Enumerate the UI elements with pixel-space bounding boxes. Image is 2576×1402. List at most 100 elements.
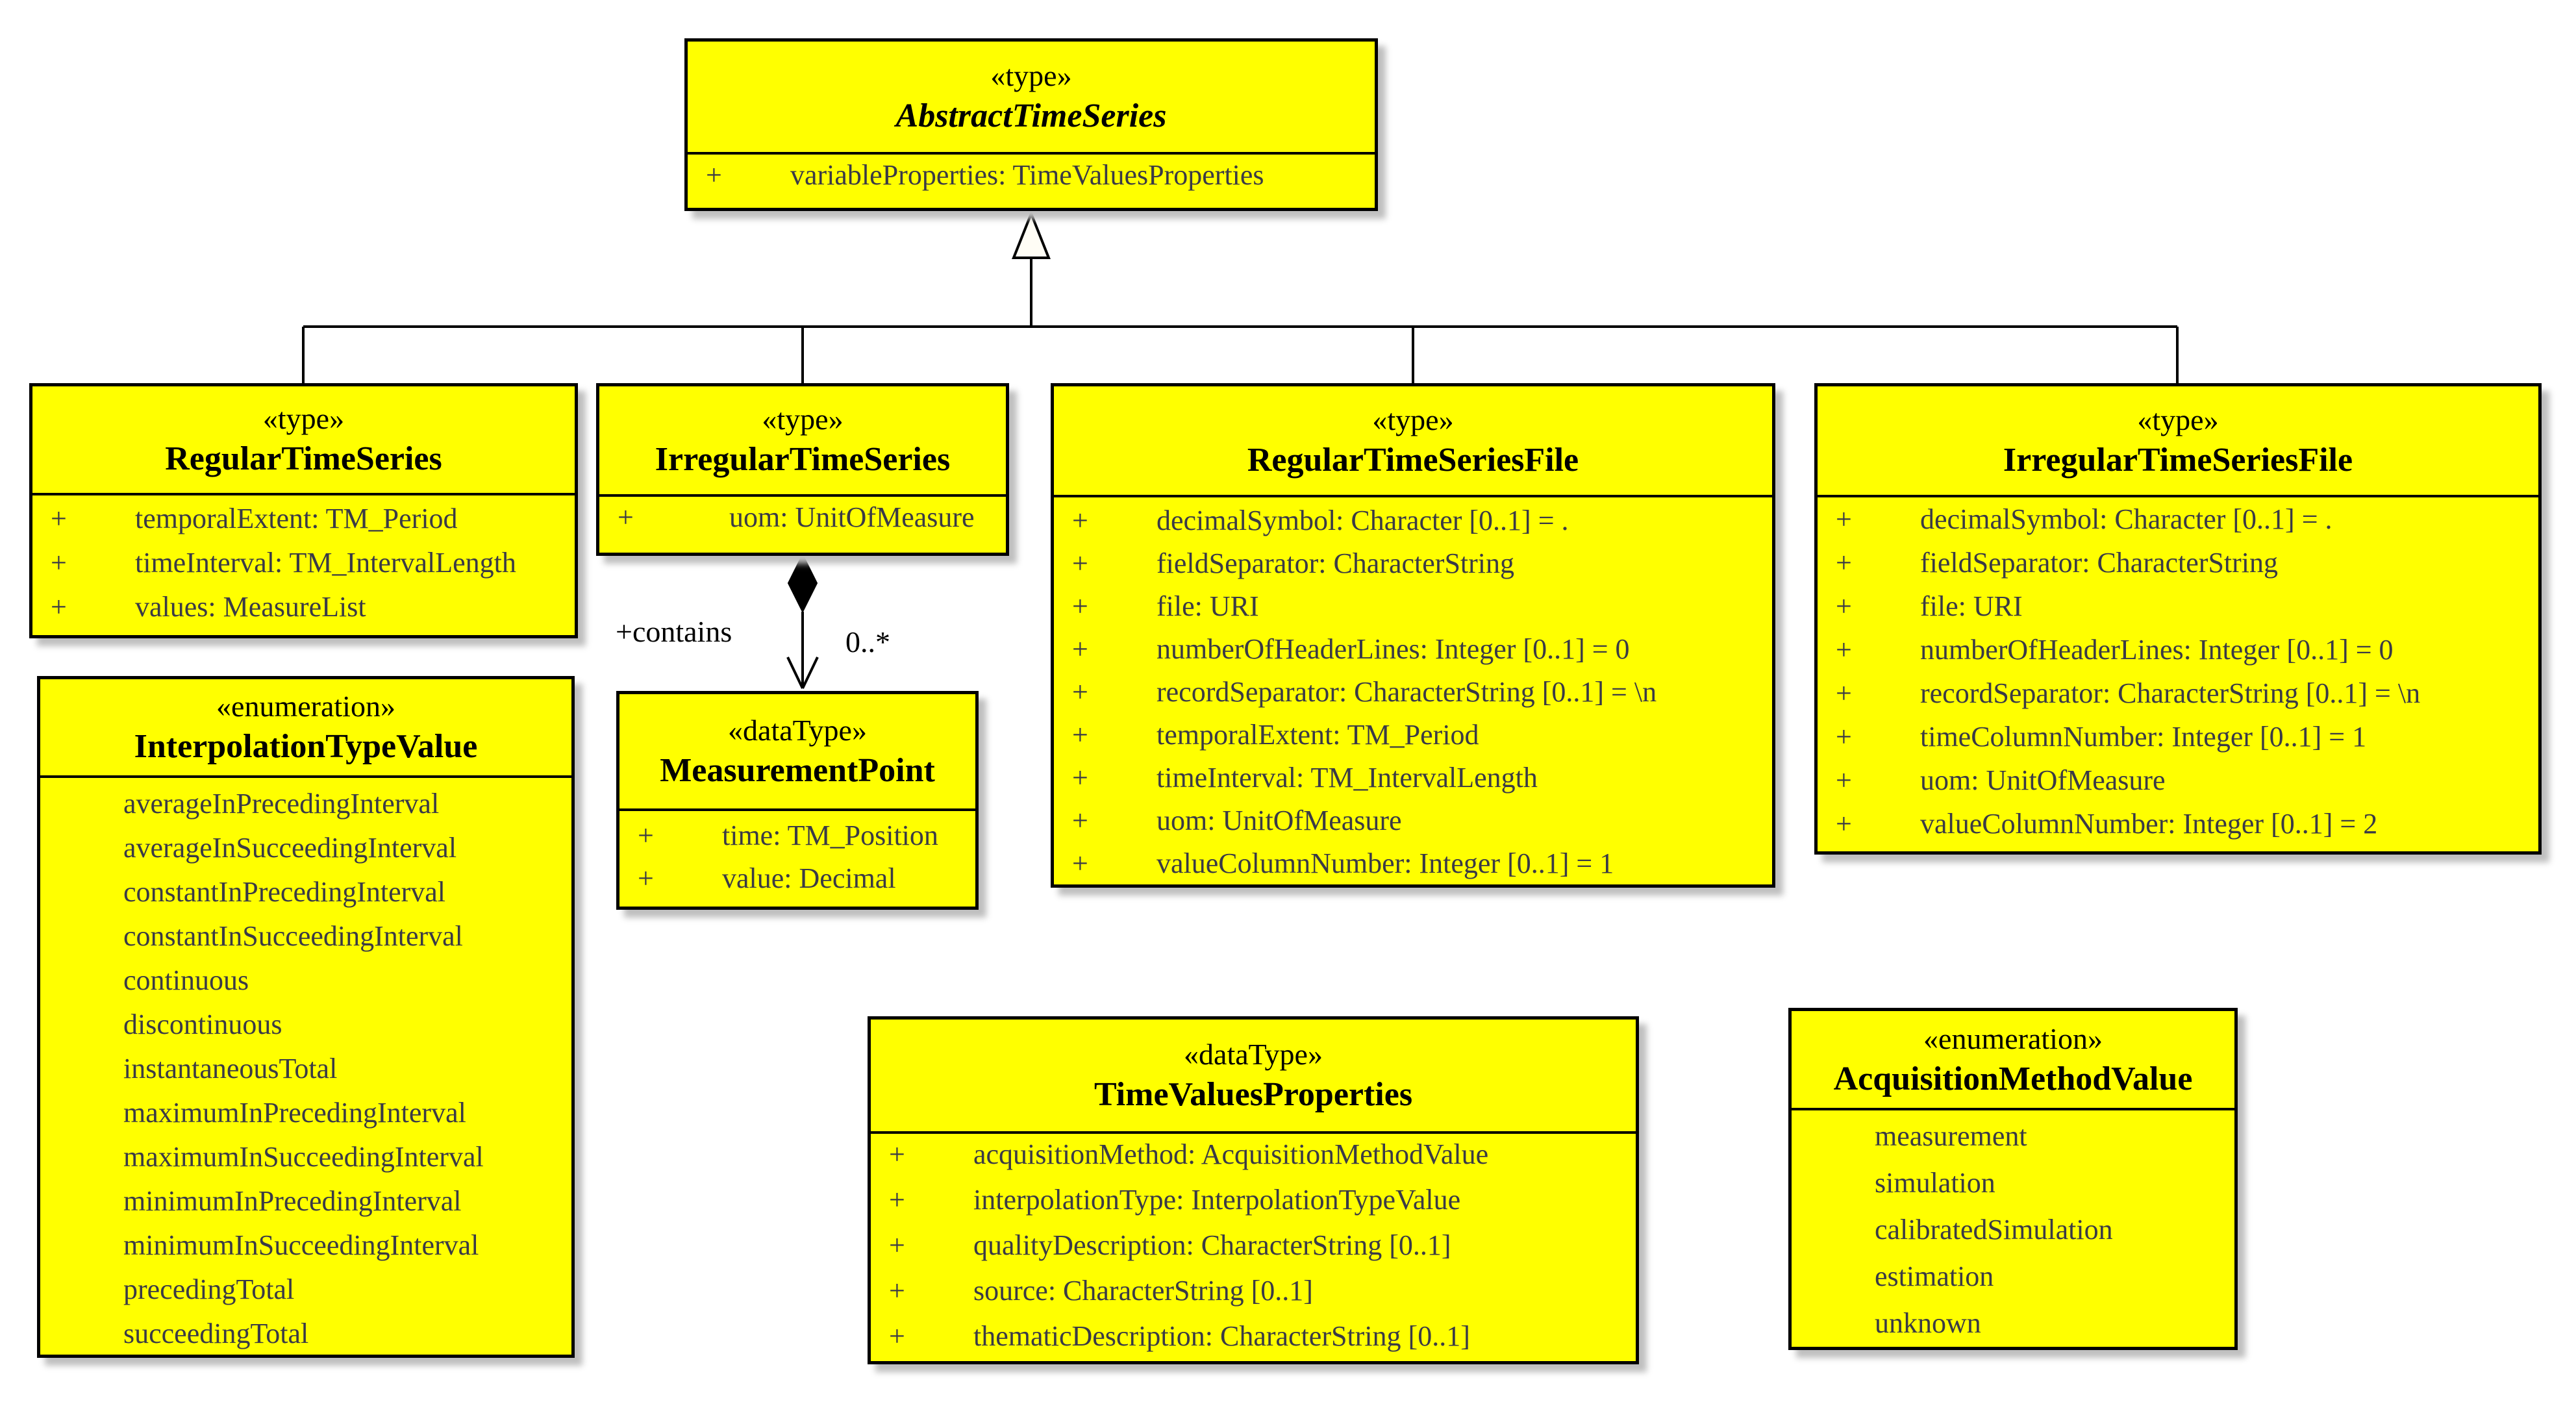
attribute-row: + uom: UnitOfMeasure	[1054, 804, 1772, 847]
stereotype-label: «type»	[762, 403, 844, 436]
enum-literal: simulation	[1875, 1167, 1995, 1199]
class-name: InterpolationTypeValue	[134, 728, 478, 765]
attribute-text: numberOfHeaderLines: Integer [0..1] = 0	[1157, 633, 1630, 665]
visibility-marker: +	[638, 820, 654, 851]
attribute-row: + acquisitionMethod: AcquisitionMethodVa…	[871, 1138, 1636, 1183]
attribute-text: value: Decimal	[722, 862, 896, 894]
attribute-text: values: MeasureList	[135, 591, 366, 623]
visibility-marker: +	[1072, 505, 1088, 536]
open-arrowhead-left	[786, 657, 804, 689]
stereotype-label: «type»	[2137, 403, 2219, 436]
class-box-measurement-point: «dataType» MeasurementPoint + time: TM_P…	[616, 691, 979, 910]
attribute-row: + decimalSymbol: Character [0..1] = .	[1818, 503, 2538, 546]
enum-literal: maximumInPrecedingInterval	[123, 1097, 466, 1129]
attribute-text: decimalSymbol: Character [0..1] = .	[1920, 503, 2332, 535]
attribute-row: + value: Decimal	[619, 862, 975, 905]
enum-literal: continuous	[123, 964, 249, 996]
attribute-text: numberOfHeaderLines: Integer [0..1] = 0	[1920, 634, 2394, 666]
visibility-marker: +	[51, 547, 67, 579]
enum-literal: precedingTotal	[123, 1273, 295, 1305]
class-header: «dataType» MeasurementPoint	[619, 694, 975, 811]
attribute-text: temporalExtent: TM_Period	[135, 503, 458, 534]
visibility-marker: +	[1072, 633, 1088, 665]
visibility-marker: +	[1072, 547, 1088, 579]
visibility-marker: +	[1072, 805, 1088, 836]
visibility-marker: +	[1072, 762, 1088, 794]
class-box-time-values-properties: «dataType» TimeValuesProperties + acquis…	[868, 1016, 1639, 1364]
enum-literal: instantaneousTotal	[123, 1053, 338, 1084]
stereotype-label: «dataType»	[1184, 1038, 1323, 1071]
visibility-marker: +	[1836, 721, 1852, 753]
visibility-marker: +	[1836, 634, 1852, 666]
stereotype-label: «type»	[990, 59, 1072, 92]
attribute-text: variableProperties: TimeValuesProperties	[790, 159, 1264, 191]
stereotype-label: «enumeration»	[216, 690, 395, 723]
attribute-row: + uom: UnitOfMeasure	[599, 501, 1006, 547]
enum-literal: averageInSucceedingInterval	[123, 832, 457, 864]
attribute-text: fieldSeparator: CharacterString	[1920, 547, 2279, 579]
class-name: MeasurementPoint	[660, 752, 935, 789]
enum-literal: discontinuous	[123, 1008, 282, 1040]
visibility-marker: +	[889, 1275, 905, 1307]
attribute-row: + recordSeparator: CharacterString [0..1…	[1054, 675, 1772, 718]
attribute-text: timeInterval: TM_IntervalLength	[1157, 762, 1538, 794]
attribute-text: thematicDescription: CharacterString [0.…	[973, 1320, 1470, 1352]
stereotype-label: «type»	[1372, 403, 1454, 436]
attribute-row: + temporalExtent: TM_Period	[1054, 718, 1772, 761]
attribute-row: + temporalExtent: TM_Period	[32, 502, 575, 546]
enum-literal: succeedingTotal	[123, 1318, 309, 1349]
attribute-text: uom: UnitOfMeasure	[729, 501, 975, 533]
enum-box-interpolation-type-value: «enumeration» InterpolationTypeValue ave…	[37, 676, 575, 1358]
attribute-text: timeInterval: TM_IntervalLength	[135, 547, 516, 579]
visibility-marker: +	[889, 1320, 905, 1352]
attribute-row: + valueColumnNumber: Integer [0..1] = 1	[1054, 847, 1772, 890]
visibility-marker: +	[51, 591, 67, 623]
multiplicity-label: 0..*	[845, 625, 890, 658]
visibility-marker: +	[1836, 764, 1852, 796]
attribute-text: timeColumnNumber: Integer [0..1] = 1	[1920, 721, 2367, 753]
class-header: «enumeration» AcquisitionMethodValue	[1792, 1011, 2234, 1110]
attribute-row: + file: URI	[1818, 590, 2538, 633]
class-name: AbstractTimeSeries	[895, 97, 1167, 134]
attribute-text: time: TM_Position	[722, 820, 938, 851]
attribute-row: + file: URI	[1054, 590, 1772, 632]
attribute-row: + timeInterval: TM_IntervalLength	[32, 546, 575, 590]
attribute-text: file: URI	[1920, 590, 2023, 622]
class-header: «dataType» TimeValuesProperties	[871, 1020, 1636, 1134]
attribute-row: + qualityDescription: CharacterString [0…	[871, 1229, 1636, 1274]
class-name: TimeValuesProperties	[1094, 1076, 1413, 1113]
attribute-text: acquisitionMethod: AcquisitionMethodValu…	[973, 1138, 1489, 1170]
enum-literal: minimumInPrecedingInterval	[123, 1185, 462, 1217]
class-header: «type» AbstractTimeSeries	[688, 42, 1375, 155]
attribute-row: + variableProperties: TimeValuesProperti…	[688, 158, 1375, 205]
composition-diamond-icon	[787, 553, 818, 614]
class-name: RegularTimeSeries	[165, 440, 442, 477]
attribute-text: qualityDescription: CharacterString [0..…	[973, 1229, 1451, 1261]
attribute-text: decimalSymbol: Character [0..1] = .	[1157, 505, 1569, 536]
enum-literal: unknown	[1875, 1307, 1981, 1339]
class-box-abstract-time-series: «type» AbstractTimeSeries + variableProp…	[684, 38, 1378, 211]
enum-literal: estimation	[1875, 1260, 1994, 1292]
enum-literal: calibratedSimulation	[1875, 1214, 2113, 1246]
class-box-regular-time-series: «type» RegularTimeSeries + temporalExten…	[29, 383, 578, 638]
visibility-marker: +	[1836, 677, 1852, 709]
attribute-text: uom: UnitOfMeasure	[1920, 764, 2166, 796]
attribute-text: valueColumnNumber: Integer [0..1] = 1	[1157, 847, 1614, 879]
class-name: RegularTimeSeriesFile	[1247, 441, 1579, 479]
stereotype-label: «dataType»	[728, 714, 867, 747]
visibility-marker: +	[618, 501, 634, 533]
open-arrowhead-right	[801, 657, 819, 689]
attribute-row: + timeColumnNumber: Integer [0..1] = 1	[1818, 720, 2538, 764]
attribute-row: + uom: UnitOfMeasure	[1818, 764, 2538, 807]
class-box-irregular-time-series: «type» IrregularTimeSeries + uom: UnitOf…	[596, 383, 1009, 556]
enum-literal: minimumInSucceedingInterval	[123, 1229, 479, 1261]
enum-box-acquisition-method-value: «enumeration» AcquisitionMethodValue mea…	[1788, 1008, 2238, 1350]
attribute-row: + timeInterval: TM_IntervalLength	[1054, 761, 1772, 804]
class-header: «enumeration» InterpolationTypeValue	[40, 679, 571, 778]
class-header: «type» RegularTimeSeriesFile	[1054, 386, 1772, 497]
visibility-marker: +	[706, 159, 722, 191]
attribute-text: valueColumnNumber: Integer [0..1] = 2	[1920, 808, 2378, 840]
attribute-text: fieldSeparator: CharacterString	[1157, 547, 1515, 579]
visibility-marker: +	[51, 503, 67, 534]
visibility-marker: +	[638, 862, 654, 894]
